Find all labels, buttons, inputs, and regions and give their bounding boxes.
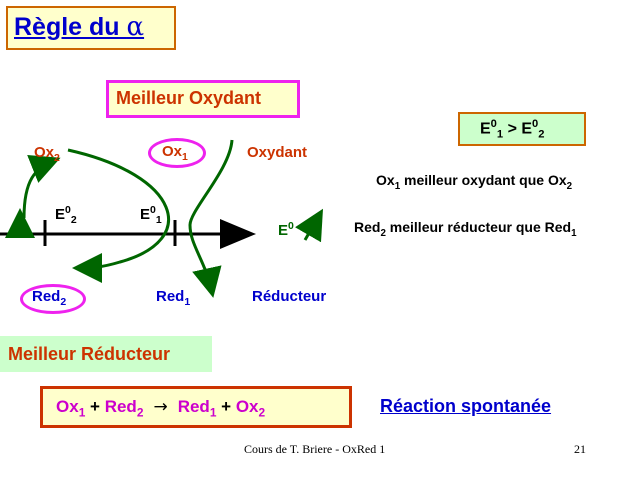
ox2-label: Ox2 <box>34 144 60 164</box>
loop-arrow-left <box>67 148 171 283</box>
footer-course: Cours de T. Briere - OxRed 1 <box>244 442 386 456</box>
ox1-highlight <box>148 138 206 168</box>
reaction-equation: Ox1 + Red2→Red1 + Ox2 <box>56 397 266 420</box>
e0-label: E0 <box>278 220 294 239</box>
reducteur-label: Réducteur <box>252 288 327 305</box>
alpha-symbol: α <box>126 12 145 42</box>
title-box <box>6 6 176 50</box>
reaction-arrow: → <box>153 397 168 417</box>
meilleur-reducteur-label: Meilleur Réducteur <box>8 344 171 364</box>
red1-label: Red1 <box>156 288 191 308</box>
potential-comparison: E01 > E02 <box>480 118 545 141</box>
e0-arrow <box>295 208 323 243</box>
e01-label: E01 <box>140 204 162 226</box>
page-title: Règle du α <box>14 12 145 42</box>
page-number: 21 <box>574 442 586 456</box>
meilleur-oxydant-label: Meilleur Oxydant <box>116 88 262 108</box>
reaction-spontanee-label: Réaction spontanée <box>380 396 552 416</box>
ox1-label: Ox1 <box>162 143 188 163</box>
meilleur-reducteur-box <box>0 336 212 372</box>
e02-label: E02 <box>55 204 77 226</box>
red2-highlight <box>20 284 86 314</box>
loop-arrow-up <box>22 154 61 219</box>
statement-reducteur: Red2 meilleur réducteur que Red1 <box>354 219 577 239</box>
meilleur-oxydant-box <box>106 80 300 118</box>
potential-comparison-box <box>458 112 586 146</box>
red2-label: Red2 <box>32 288 67 308</box>
reaction-box <box>40 386 352 428</box>
curve-ox1-red1 <box>188 139 234 298</box>
statement-oxydant: Ox1 meilleur oxydant que Ox2 <box>376 172 573 192</box>
oxydant-label: Oxydant <box>247 144 308 161</box>
